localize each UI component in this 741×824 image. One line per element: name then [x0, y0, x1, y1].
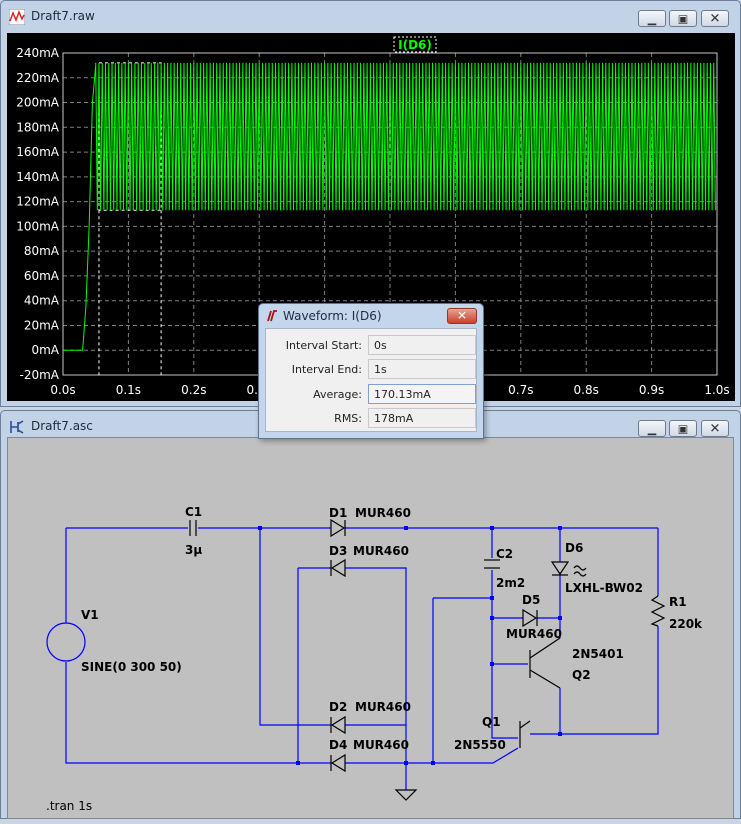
dialog-title: Waveform: I(D6) [283, 309, 382, 323]
c2-value: 2m2 [496, 576, 525, 590]
c2-name: C2 [496, 547, 513, 561]
y-tick-label: 120mA [16, 195, 60, 209]
diode-d3-icon [330, 558, 346, 578]
close-button[interactable]: ✕ [701, 10, 729, 27]
close-icon: ✕ [456, 308, 468, 323]
close-icon: ✕ [709, 11, 721, 26]
ltspice-icon [267, 310, 277, 322]
waveform-measure-dialog[interactable]: Waveform: I(D6) ✕ Interval Start: 0s Int… [258, 303, 484, 439]
interval-start-field[interactable]: 0s [368, 335, 476, 355]
schematic-titlebar[interactable]: Draft7.asc ▁ ▣ ✕ [1, 411, 740, 441]
d4-value: MUR460 [353, 738, 409, 752]
average-field[interactable]: 170.13mA [368, 384, 476, 404]
d4-name: D4 [329, 738, 347, 752]
x-tick-label: 0.8s [574, 383, 599, 397]
d6-name: D6 [565, 541, 583, 555]
schematic-window-title: Draft7.asc [31, 419, 93, 433]
y-tick-label: 0mA [31, 343, 59, 357]
y-tick-label: 140mA [16, 170, 60, 184]
average-label: Average: [313, 388, 362, 401]
diode-d5-icon [522, 608, 538, 628]
x-tick-label: 0.0s [50, 383, 75, 397]
maximize-button[interactable]: ▣ [669, 10, 697, 27]
q1-name: Q1 [482, 715, 501, 729]
wires [65, 527, 659, 790]
y-tick-label: 180mA [16, 120, 60, 134]
y-tick-label: 80mA [24, 244, 60, 258]
q1-value: 2N5550 [454, 738, 506, 752]
y-tick-label: 20mA [24, 318, 60, 332]
schematic-app-icon [10, 420, 24, 434]
d6-value: LXHL-BW02 [565, 581, 643, 595]
close-icon: ✕ [709, 421, 721, 436]
y-tick-label: 100mA [16, 219, 60, 233]
waveform-window-title: Draft7.raw [31, 9, 95, 23]
maximize-icon: ▣ [677, 422, 689, 435]
schematic-drawing[interactable]: C1 3µ V1 SINE(0 300 50) D1 MUR460 D3 MUR… [8, 438, 735, 820]
x-tick-label: 0.1s [116, 383, 141, 397]
q2-name: Q2 [572, 668, 591, 682]
interval-end-field[interactable]: 1s [368, 359, 476, 379]
rms-label: RMS: [334, 412, 362, 425]
r1-value: 220k [669, 617, 703, 631]
average-row: Average: 170.13mA [266, 384, 476, 404]
v1-name: V1 [81, 608, 99, 622]
diode-d1-icon [330, 518, 346, 538]
components [46, 518, 666, 801]
x-tick-label: 0.7s [508, 383, 533, 397]
d5-value: MUR460 [506, 627, 562, 641]
y-tick-label: 60mA [24, 269, 60, 283]
d1-value: MUR460 [355, 506, 411, 520]
minimize-icon: ▁ [647, 422, 657, 435]
y-tick-label: 240mA [16, 46, 60, 60]
waveform-titlebar[interactable]: Draft7.raw ▁ ▣ ✕ [1, 1, 740, 31]
labels: C1 3µ V1 SINE(0 300 50) D1 MUR460 D3 MUR… [46, 505, 703, 813]
waveform-app-icon [9, 9, 25, 25]
schematic-canvas[interactable]: C1 3µ V1 SINE(0 300 50) D1 MUR460 D3 MUR… [7, 437, 734, 819]
y-tick-label: 160mA [16, 145, 60, 159]
schematic-maximize-button[interactable]: ▣ [669, 420, 697, 437]
interval-end-row: Interval End: 1s [266, 359, 476, 379]
interval-start-row: Interval Start: 0s [266, 335, 476, 355]
d3-value: MUR460 [353, 544, 409, 558]
d5-name: D5 [522, 593, 540, 607]
schematic-close-button[interactable]: ✕ [701, 420, 729, 437]
d2-value: MUR460 [355, 700, 411, 714]
dialog-close-button[interactable]: ✕ [447, 308, 477, 324]
x-tick-label: 1.0s [704, 383, 729, 397]
spice-directive: .tran 1s [46, 799, 92, 813]
y-tick-label: 40mA [24, 294, 60, 308]
r1-name: R1 [669, 595, 687, 609]
trace-label-box [393, 36, 437, 53]
diode-d2-icon [330, 715, 346, 735]
interval-end-label: Interval End: [291, 363, 362, 376]
d3-name: D3 [329, 544, 347, 558]
y-tick-label: 220mA [16, 71, 60, 85]
minimize-button[interactable]: ▁ [638, 10, 666, 27]
junctions [258, 526, 562, 765]
maximize-icon: ▣ [677, 12, 689, 25]
trace-label: I(D6) [398, 38, 432, 52]
d1-name: D1 [329, 506, 347, 520]
x-tick-label: 0.9s [639, 383, 664, 397]
c1-name: C1 [185, 505, 202, 519]
trace-i-d6 [63, 62, 716, 351]
dialog-body: Interval Start: 0s Interval End: 1s Aver… [265, 328, 477, 432]
rms-row: RMS: 178mA [266, 408, 476, 428]
y-tick-label: -20mA [20, 368, 60, 382]
y-tick-label: 200mA [16, 96, 60, 110]
q2-value: 2N5401 [572, 647, 624, 661]
diode-d4-icon [330, 753, 346, 773]
interval-start-label: Interval Start: [285, 339, 362, 352]
v1-value: SINE(0 300 50) [81, 660, 182, 674]
c1-value: 3µ [185, 543, 202, 557]
waveform-window[interactable]: Draft7.raw ▁ ▣ ✕ 240mA 220mA 200mA 180mA 160… [0, 0, 741, 407]
x-tick-label: 0.2s [181, 383, 206, 397]
minimize-icon: ▁ [647, 12, 657, 25]
d2-name: D2 [329, 700, 347, 714]
schematic-minimize-button[interactable]: ▁ [638, 420, 666, 437]
rms-field[interactable]: 178mA [368, 408, 476, 428]
